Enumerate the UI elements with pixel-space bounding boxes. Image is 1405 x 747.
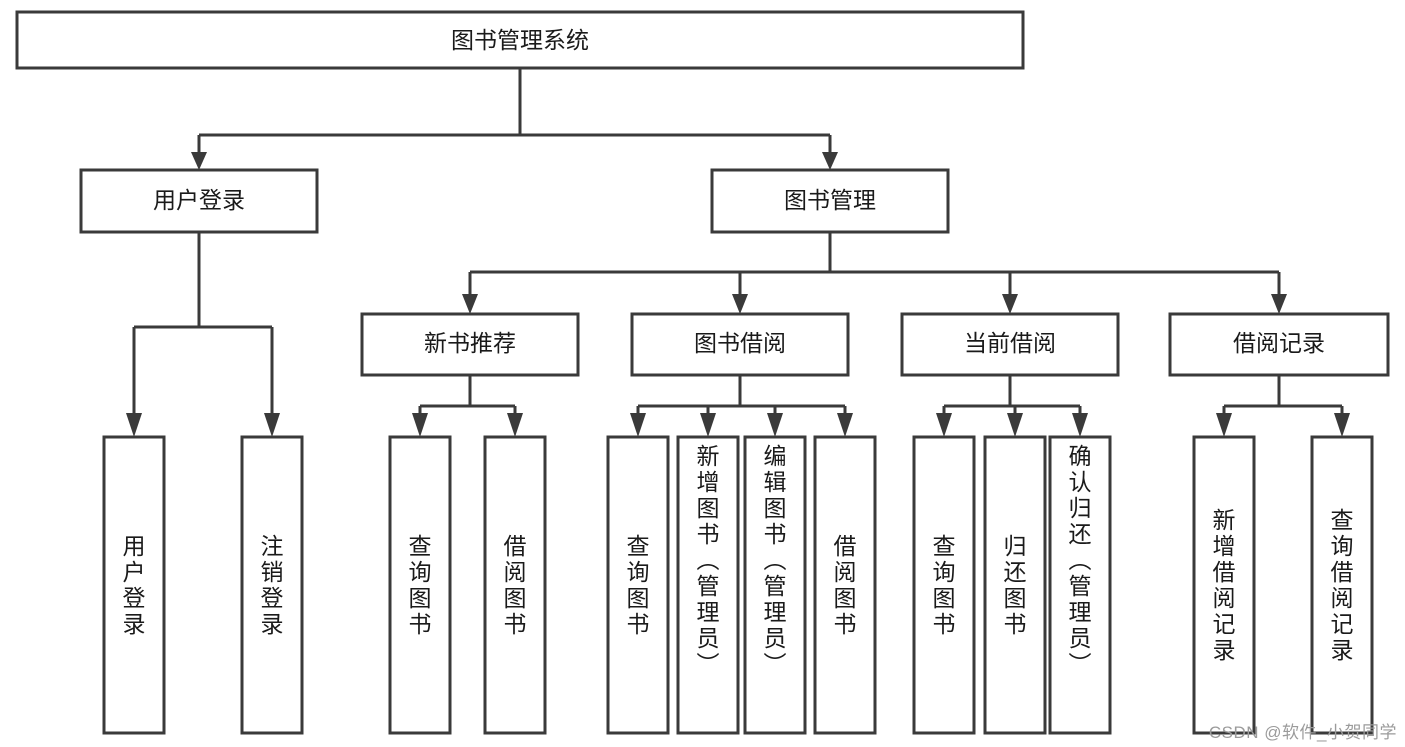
node-root-box[interactable] xyxy=(15,10,1025,70)
node-root-label: 图书管理系统 xyxy=(451,27,589,53)
arrow-to-borrow-record xyxy=(1271,294,1287,314)
leaf-box-user-login[interactable] xyxy=(102,435,166,735)
arrow-leaf-query-book-a xyxy=(412,413,428,437)
node-current-borrow-label: 当前借阅 xyxy=(964,330,1056,356)
leaf-box-return-book[interactable] xyxy=(983,435,1047,735)
arrow-leaf-query-book-c xyxy=(936,413,952,437)
node-current-borrow-box[interactable] xyxy=(900,312,1120,377)
arrow-leaf-confirm-return xyxy=(1072,413,1088,437)
arrow-leaf-borrow-book-a xyxy=(507,413,523,437)
leaf-box-logout[interactable] xyxy=(240,435,304,735)
leaf-box-add-book[interactable] xyxy=(676,435,740,735)
arrow-to-book-manage xyxy=(822,152,838,170)
node-borrow-record-box[interactable] xyxy=(1168,312,1390,377)
node-new-book-label: 新书推荐 xyxy=(424,330,516,356)
edges-layer xyxy=(126,68,1350,437)
leaf-box-borrow-book-b[interactable] xyxy=(813,435,877,735)
leaf-box-query-book-c[interactable] xyxy=(912,435,976,735)
arrow-leaf-logout xyxy=(264,413,280,437)
node-user-login-label: 用户登录 xyxy=(153,187,245,213)
leaf-box-add-record[interactable] xyxy=(1192,435,1256,735)
arrow-to-book-borrow xyxy=(732,294,748,314)
nodes-layer: 图书管理系统 用户登录 图书管理 新书推荐 图书借阅 当前借阅 借阅记录 xyxy=(15,10,1390,735)
arrow-leaf-add-book xyxy=(700,413,716,437)
node-book-borrow-label: 图书借阅 xyxy=(694,330,786,356)
leaf-box-query-book-b[interactable] xyxy=(606,435,670,735)
node-new-book-box[interactable] xyxy=(360,312,580,377)
arrow-to-user-login xyxy=(191,152,207,170)
arrow-to-current-borrow xyxy=(1002,294,1018,314)
arrow-leaf-add-record xyxy=(1216,413,1232,437)
arrow-leaf-user-login xyxy=(126,413,142,437)
arrow-leaf-borrow-book-b xyxy=(837,413,853,437)
leaf-box-confirm-return[interactable] xyxy=(1048,435,1112,735)
leaf-box-query-book-a[interactable] xyxy=(388,435,452,735)
arrow-to-new-book xyxy=(462,294,478,314)
arrow-leaf-return-book xyxy=(1007,413,1023,437)
node-book-borrow-box[interactable] xyxy=(630,312,850,377)
arrow-leaf-query-record xyxy=(1334,413,1350,437)
arrow-leaf-edit-book xyxy=(767,413,783,437)
leaf-box-borrow-book-a[interactable] xyxy=(483,435,547,735)
leaf-box-edit-book[interactable] xyxy=(743,435,807,735)
node-user-login-box[interactable] xyxy=(79,168,319,234)
node-borrow-record-label: 借阅记录 xyxy=(1233,330,1325,356)
watermark-text: CSDN @软件_小贺同学 xyxy=(1208,723,1397,742)
node-book-manage-box[interactable] xyxy=(710,168,950,234)
leaf-box-query-record[interactable] xyxy=(1310,435,1374,735)
node-book-manage-label: 图书管理 xyxy=(784,187,876,213)
arrow-leaf-query-book-b xyxy=(630,413,646,437)
